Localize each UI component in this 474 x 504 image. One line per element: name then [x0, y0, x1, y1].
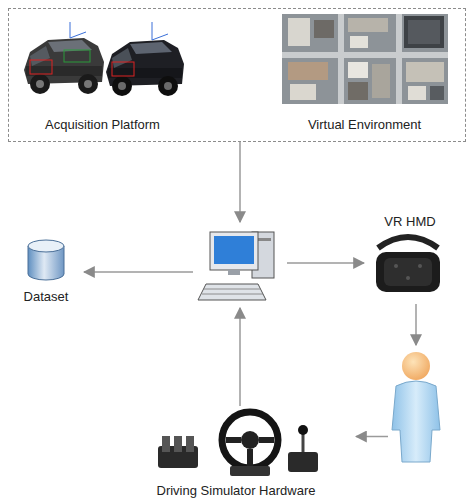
- database-cylinder: [28, 240, 64, 280]
- vehicle-image: [106, 22, 184, 96]
- city-image: [282, 14, 448, 104]
- vehicle-image: [24, 22, 104, 94]
- group-box: Acquisition Platform Virtual Environment: [8, 8, 466, 142]
- icon-node: VR HMD: [364, 212, 456, 304]
- computer-icon: [198, 232, 274, 300]
- icon-node: Virtual Environment: [272, 12, 458, 136]
- node-label: Driving Simulator Hardware: [157, 483, 316, 499]
- icon-node: Dataset: [8, 236, 84, 308]
- node-label: Virtual Environment: [308, 117, 421, 133]
- flow-arrow: [415, 304, 417, 345]
- flow-arrow: [287, 262, 364, 264]
- flow-arrow: [84, 271, 193, 273]
- icon-node: Driving Simulator Hardware: [116, 406, 356, 502]
- driving-hardware-icon: [158, 412, 318, 476]
- node-label: VR HMD: [384, 214, 435, 230]
- vr-headset-icon: [376, 237, 440, 292]
- node-label: Dataset: [24, 289, 69, 305]
- flow-arrow: [239, 142, 241, 222]
- icon-node: Acquisition Platform: [18, 12, 188, 136]
- icon-node: [193, 222, 287, 308]
- node-label: Acquisition Platform: [45, 117, 160, 133]
- flow-arrow: [356, 436, 388, 438]
- flow-arrow: [239, 308, 241, 406]
- icon-node: [388, 345, 444, 467]
- person-icon: [392, 352, 440, 462]
